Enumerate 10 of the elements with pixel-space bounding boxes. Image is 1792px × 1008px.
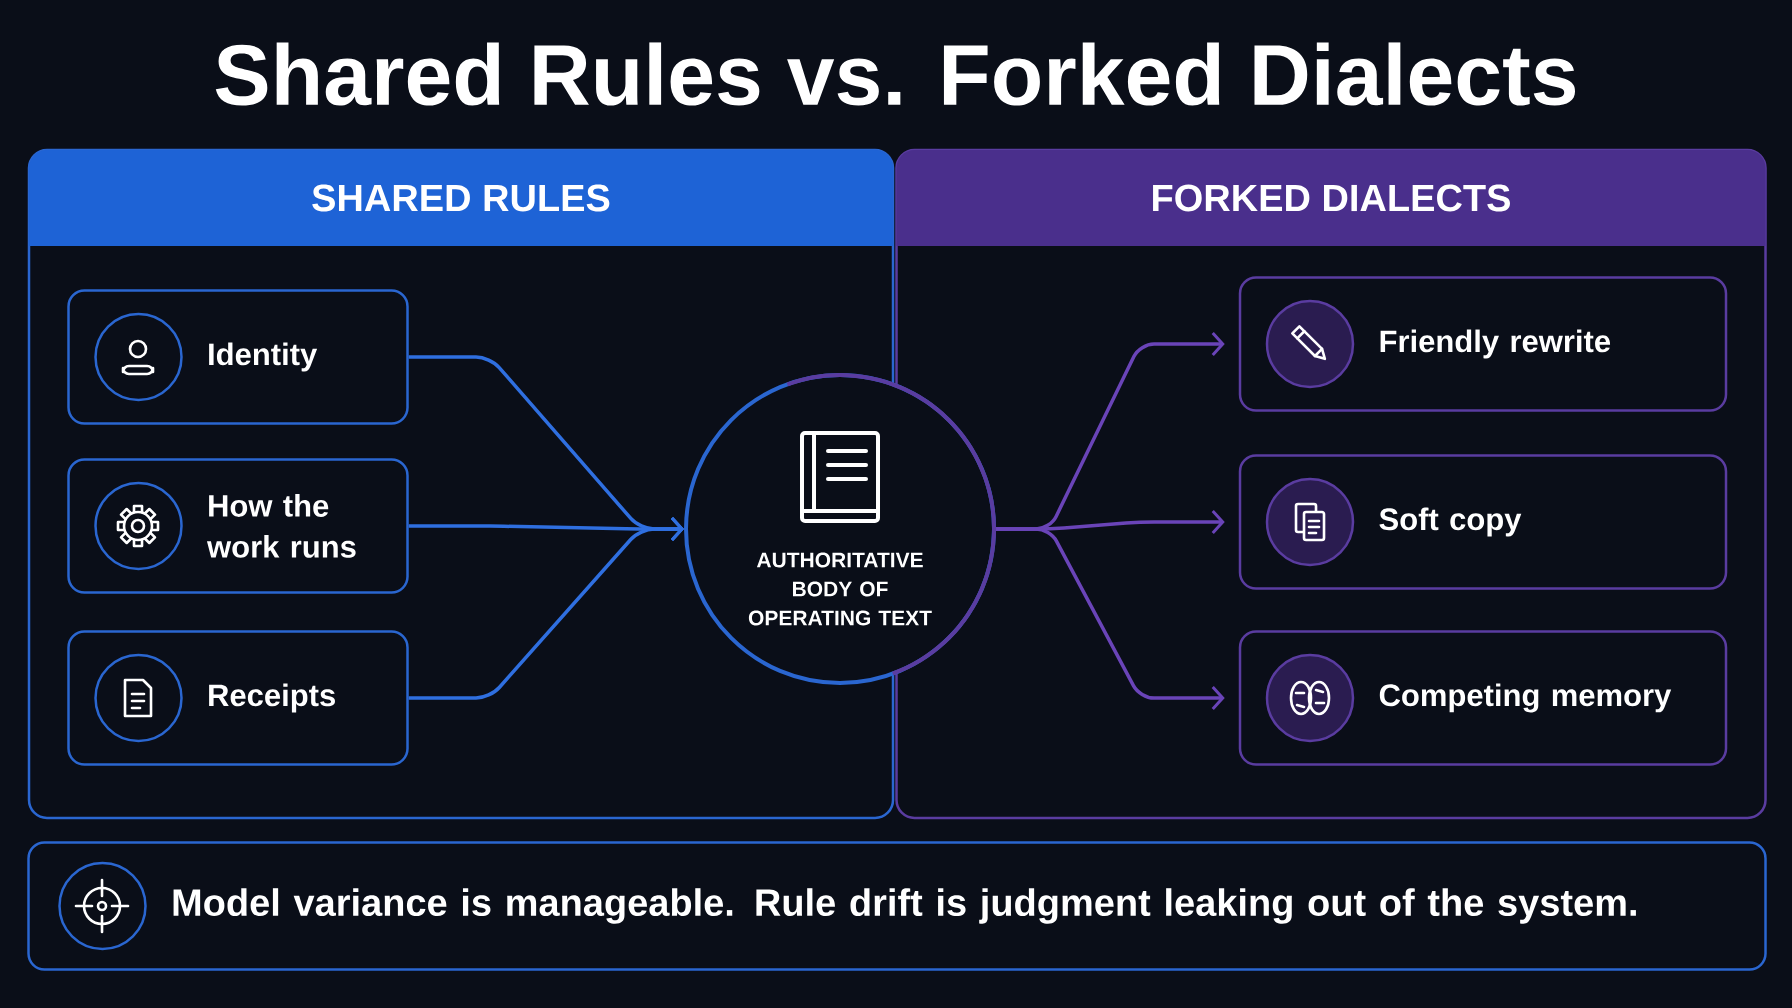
item-label: Receipts <box>209 683 335 713</box>
arrow <box>996 527 1225 710</box>
item-label: Competing memory <box>1379 683 1672 713</box>
item-label: How the work runs <box>206 494 356 558</box>
arrow <box>408 517 684 700</box>
item-label: Soft copy <box>1379 507 1522 537</box>
message-text: Model variance is manageable. Rule drift is judgment leaking out of the system. <box>173 888 1636 924</box>
item-label: Friendly rewrite <box>1380 329 1611 359</box>
title: Shared Rules vs. Forked Dialects <box>215 42 1575 106</box>
item-label: Identity <box>209 342 318 372</box>
